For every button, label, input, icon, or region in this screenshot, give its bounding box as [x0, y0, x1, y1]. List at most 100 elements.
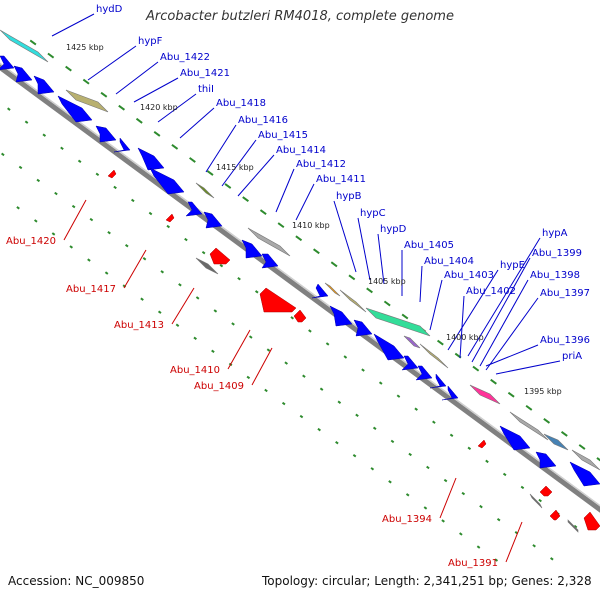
tick-mark: [313, 248, 320, 255]
forward-gene-arrow: [535, 451, 557, 469]
cog-block-hydd: [0, 29, 49, 63]
reverse-leader-line: [227, 329, 251, 370]
forward-gene-arrow: [137, 147, 165, 171]
forward-gene-label: Abu_1402: [466, 286, 516, 297]
scale-label: 1425 kbp: [66, 43, 104, 52]
forward-leader-line: [357, 217, 371, 281]
forward-leader-line: [87, 45, 137, 81]
cog-block-abu_1391: [567, 519, 579, 533]
tick-mark: [36, 178, 41, 183]
tick-mark: [388, 480, 392, 484]
reverse-gene-label: Abu_1394: [382, 514, 432, 525]
tick-mark: [69, 245, 74, 249]
tick-mark: [171, 144, 179, 150]
cog-block-abu_1416: [195, 182, 215, 199]
reverse-gene-arrow: [477, 439, 487, 449]
tick-mark: [378, 381, 383, 385]
forward-leader-line: [205, 124, 237, 173]
reverse-gene-label: Abu_1413: [114, 320, 164, 331]
tick-mark: [543, 417, 551, 424]
reverse-gene-arrow: [165, 213, 175, 223]
reverse-leader-line: [171, 287, 195, 325]
tick-mark: [520, 485, 525, 490]
forward-gene-label: priA: [562, 351, 582, 362]
forward-gene-arrow: [185, 201, 203, 217]
tick-mark: [335, 440, 339, 445]
tick-mark: [443, 478, 448, 483]
tick-mark: [396, 394, 401, 398]
forward-gene-label: Abu_1416: [238, 115, 288, 126]
tick-mark: [266, 348, 271, 352]
tick-mark: [525, 404, 533, 411]
tick-mark: [472, 365, 480, 372]
tick-mark: [1, 152, 5, 157]
tick-mark: [193, 336, 197, 340]
tick-mark: [140, 297, 144, 301]
tick-mark: [51, 232, 56, 236]
tick-mark: [104, 271, 109, 275]
tick-mark: [343, 355, 348, 359]
accession-text: Accession: NC_009850: [8, 574, 145, 588]
forward-gene-label: Abu_1398: [530, 270, 580, 281]
reverse-gene-arrow: [583, 511, 600, 531]
reverse-leader-line: [505, 521, 523, 563]
tick-mark: [308, 329, 312, 333]
forward-leader-line: [333, 200, 357, 273]
forward-gene-arrow: [401, 355, 419, 371]
tick-mark: [246, 375, 251, 380]
tick-mark: [160, 270, 165, 274]
tick-mark: [295, 235, 303, 242]
forward-gene-label: Abu_1422: [160, 52, 210, 63]
forward-gene-label: hypA: [542, 228, 568, 239]
tick-mark: [550, 557, 554, 561]
tick-mark: [494, 558, 499, 562]
forward-gene-arrow: [353, 319, 373, 337]
tick-mark: [401, 313, 409, 320]
forward-gene-label: Abu_1414: [276, 145, 326, 156]
tick-mark: [211, 349, 215, 354]
tick-mark: [485, 459, 489, 464]
forward-gene-arrow: [499, 425, 531, 451]
reverse-gene-arrow: [107, 169, 117, 179]
forward-gene-arrow: [261, 253, 279, 269]
tick-mark: [60, 146, 64, 150]
tick-mark: [405, 493, 410, 497]
tick-mark: [337, 400, 342, 404]
tick-mark: [157, 310, 162, 314]
scale-label: 1420 kbp: [140, 103, 178, 112]
forward-leader-line: [51, 13, 95, 37]
reverse-leader-line: [123, 249, 147, 289]
forward-leader-line: [447, 269, 499, 351]
forward-gene-arrow: [241, 239, 263, 259]
tick-mark: [71, 204, 76, 209]
genome-backbone: [0, 64, 600, 513]
forward-leader-line: [471, 257, 531, 363]
scale-label: 1395 kbp: [524, 387, 562, 396]
tick-mark: [100, 91, 108, 98]
tick-mark: [178, 283, 182, 287]
tick-mark: [264, 388, 268, 393]
tick-mark: [348, 274, 356, 281]
tick-mark: [496, 517, 501, 522]
forward-gene-arrow: [203, 211, 223, 229]
tick-mark: [82, 78, 90, 85]
cog-block-hypc: [339, 289, 367, 313]
forward-leader-line: [429, 279, 443, 331]
tick-mark: [408, 452, 412, 457]
tick-mark: [302, 374, 306, 378]
tick-mark: [107, 230, 111, 235]
forward-gene-label: Abu_1396: [540, 335, 590, 346]
cog-block-abu_1394: [571, 449, 600, 471]
reverse-gene-arrow: [539, 485, 553, 497]
scale-label: 1400 kbp: [446, 333, 484, 342]
forward-gene-arrow: [441, 385, 459, 401]
tick-mark: [195, 296, 200, 300]
forward-leader-line: [479, 279, 529, 367]
tick-mark: [461, 491, 466, 496]
tick-mark: [476, 545, 481, 549]
tick-mark: [18, 165, 23, 170]
tick-mark: [490, 378, 497, 385]
tick-mark: [538, 498, 542, 503]
tick-mark: [47, 52, 55, 59]
